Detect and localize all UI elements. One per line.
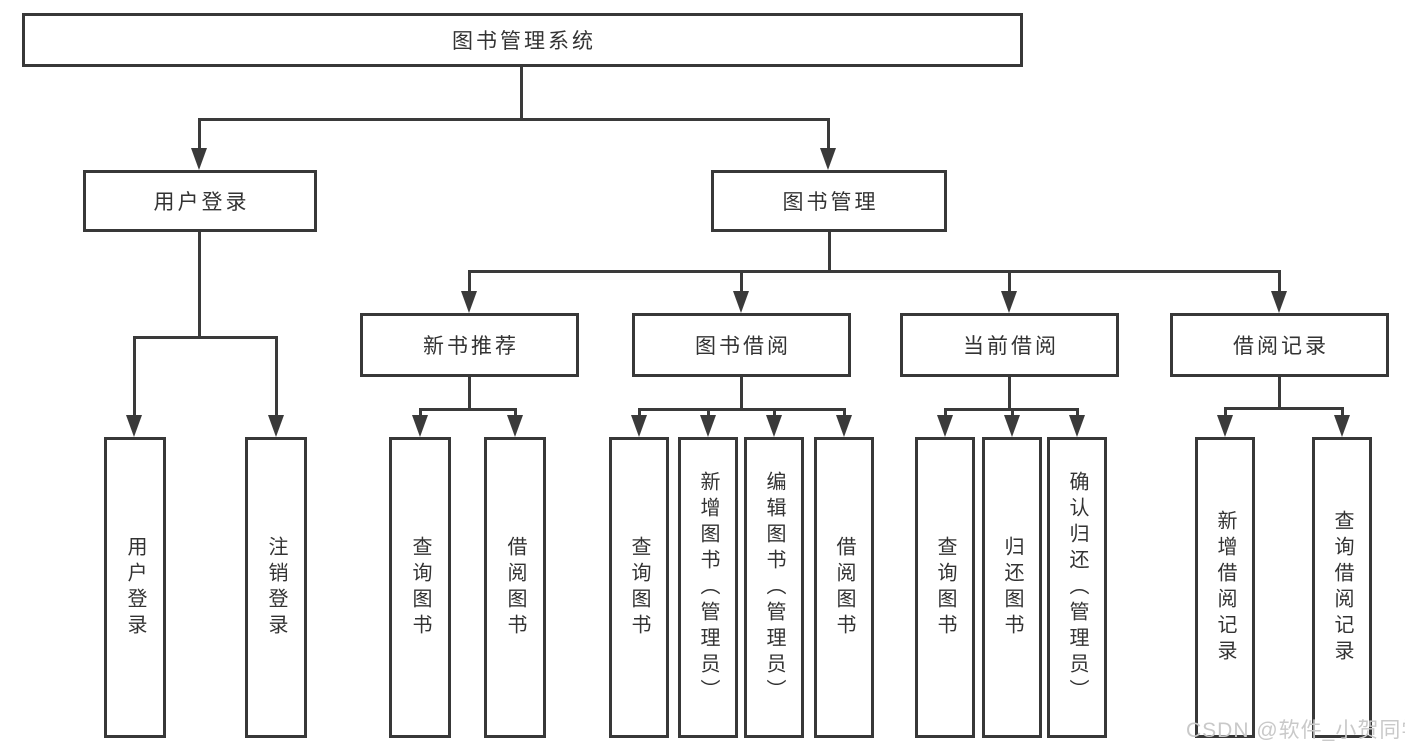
leaf-records-query-record-label: 查询借阅记录 <box>1331 509 1353 666</box>
arrowhead-to-borrowing-borrow <box>836 415 852 437</box>
connector-userlogin-branch-2 <box>275 336 278 417</box>
connector-bookmgmt-hline <box>468 270 1281 273</box>
leaf-recommend-query-books: 查询图书 <box>389 437 451 738</box>
arrowhead-to-current-borrowing <box>1001 291 1017 313</box>
leaf-borrowing-query-books: 查询图书 <box>609 437 669 738</box>
arrowhead-to-recommend-query <box>412 415 428 437</box>
node-user-login-branch: 用户登录 <box>83 170 317 232</box>
connector-recommend-hline <box>419 408 517 411</box>
connector-bookmgmt-branch-3 <box>1008 270 1011 293</box>
leaf-recommend-borrow-books-label: 借阅图书 <box>504 535 526 640</box>
connector-records-branch-1 <box>1224 407 1227 418</box>
connector-bookmgmt-branch-2 <box>740 270 743 293</box>
connector-records-hline <box>1224 407 1343 410</box>
node-new-book-recommend-label: 新书推荐 <box>423 335 519 358</box>
arrowhead-to-borrowing-records <box>1271 291 1287 313</box>
leaf-current-confirm-return: 确认归还（管理员） <box>1047 437 1107 738</box>
arrowhead-to-current-confirm <box>1069 415 1085 437</box>
arrowhead-to-records-add <box>1217 415 1233 437</box>
connector-borrowing-branch-1 <box>638 408 641 418</box>
node-root-label: 图书管理系统 <box>452 30 596 53</box>
connector-borrowing-branch-3 <box>773 408 776 418</box>
node-borrowing-records-label: 借阅记录 <box>1233 335 1329 358</box>
leaf-current-return-books-label: 归还图书 <box>1001 535 1023 640</box>
leaf-current-return-books: 归还图书 <box>982 437 1042 738</box>
leaf-borrowing-add-books: 新增图书（管理员） <box>678 437 738 738</box>
leaf-borrowing-borrow-books-label: 借阅图书 <box>833 535 855 640</box>
arrowhead-to-book-borrowing <box>733 291 749 313</box>
arrowhead-to-book-management <box>820 148 836 170</box>
leaf-borrowing-add-books-label: 新增图书（管理员） <box>697 470 719 705</box>
leaf-records-add-record-label: 新增借阅记录 <box>1214 509 1236 666</box>
leaf-recommend-query-books-label: 查询图书 <box>409 535 431 640</box>
connector-userlogin-stem <box>198 232 201 338</box>
connector-records-stem <box>1278 377 1281 410</box>
connector-borrowing-branch-2 <box>707 408 710 418</box>
leaf-current-query-books-label: 查询图书 <box>934 535 956 640</box>
connector-current-stem <box>1008 377 1011 410</box>
connector-bookmgmt-branch-1 <box>468 270 471 293</box>
connector-userlogin-hline <box>133 336 278 339</box>
leaf-borrowing-borrow-books: 借阅图书 <box>814 437 874 738</box>
leaf-current-confirm-return-label: 确认归还（管理员） <box>1066 470 1088 705</box>
connector-borrowing-hline <box>638 408 846 411</box>
node-new-book-recommend: 新书推荐 <box>360 313 579 377</box>
leaf-recommend-borrow-books: 借阅图书 <box>484 437 546 738</box>
node-current-borrowing: 当前借阅 <box>900 313 1119 377</box>
csdn-watermark: CSDN @软件_小贺同学 <box>1186 719 1405 742</box>
connector-records-branch-2 <box>1341 407 1344 418</box>
arrowhead-to-leaf-logout <box>268 415 284 437</box>
connector-recommend-branch-1 <box>419 408 422 418</box>
connector-root-hline <box>198 118 830 121</box>
leaf-logout-label: 注销登录 <box>265 535 287 640</box>
leaf-borrowing-query-books-label: 查询图书 <box>628 535 650 640</box>
arrowhead-to-new-book-recommend <box>461 291 477 313</box>
leaf-records-query-record: 查询借阅记录 <box>1312 437 1372 738</box>
node-book-borrowing: 图书借阅 <box>632 313 851 377</box>
connector-recommend-branch-2 <box>514 408 517 418</box>
node-book-management: 图书管理 <box>711 170 947 232</box>
connector-bookmgmt-branch-4 <box>1278 270 1281 293</box>
connector-root-stem <box>520 67 523 120</box>
arrowhead-to-leaf-user-login <box>126 415 142 437</box>
leaf-user-login: 用户登录 <box>104 437 166 738</box>
node-root: 图书管理系统 <box>22 13 1023 67</box>
node-current-borrowing-label: 当前借阅 <box>963 335 1059 358</box>
connector-current-branch-3 <box>1076 408 1079 418</box>
leaf-records-add-record: 新增借阅记录 <box>1195 437 1255 738</box>
arrowhead-to-records-query <box>1334 415 1350 437</box>
node-user-login-branch-label: 用户登录 <box>153 191 250 214</box>
arrowhead-to-current-return <box>1004 415 1020 437</box>
connector-recommend-stem <box>468 377 471 410</box>
arrowhead-to-borrowing-query <box>631 415 647 437</box>
connector-current-branch-1 <box>944 408 947 418</box>
connector-borrowing-stem <box>740 377 743 410</box>
node-book-borrowing-label: 图书借阅 <box>695 335 791 358</box>
connector-root-branch-right <box>827 118 830 150</box>
connector-bookmgmt-stem <box>828 232 831 272</box>
arrowhead-to-current-query <box>937 415 953 437</box>
leaf-current-query-books: 查询图书 <box>915 437 975 738</box>
arrowhead-to-recommend-borrow <box>507 415 523 437</box>
arrowhead-to-user-login-branch <box>191 148 207 170</box>
connector-root-branch-left <box>198 118 201 150</box>
leaf-logout: 注销登录 <box>245 437 307 738</box>
node-borrowing-records: 借阅记录 <box>1170 313 1389 377</box>
connector-userlogin-branch-1 <box>133 336 136 417</box>
arrowhead-to-borrowing-edit <box>766 415 782 437</box>
leaf-user-login-label: 用户登录 <box>124 535 146 640</box>
leaf-borrowing-edit-books-label: 编辑图书（管理员） <box>763 470 785 705</box>
arrowhead-to-borrowing-add <box>700 415 716 437</box>
connector-current-branch-2 <box>1011 408 1014 418</box>
connector-borrowing-branch-4 <box>843 408 846 418</box>
leaf-borrowing-edit-books: 编辑图书（管理员） <box>744 437 804 738</box>
node-book-management-label: 图书管理 <box>782 191 879 214</box>
